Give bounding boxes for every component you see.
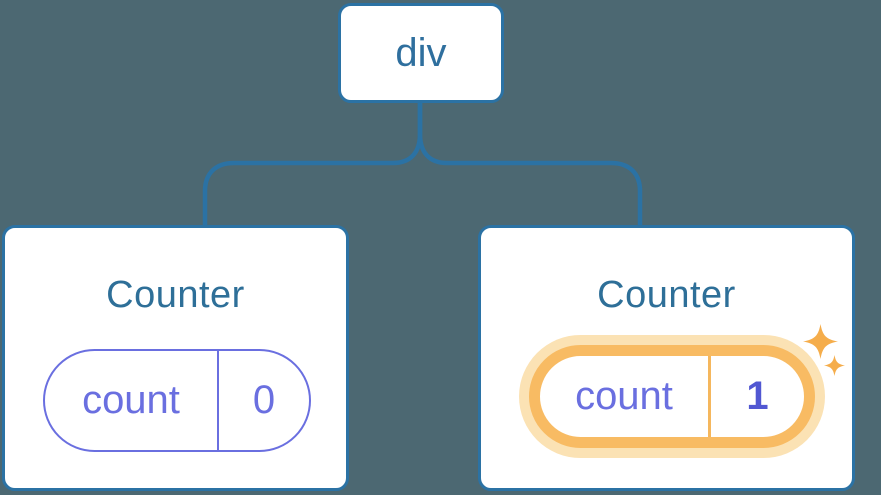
sparkle-small-star	[824, 355, 845, 376]
counter-card-right-title: Counter	[597, 274, 736, 316]
sparkle-icon	[803, 324, 845, 376]
root-node-div: div	[338, 3, 504, 103]
state-pill-highlighted: count 1	[529, 345, 815, 448]
state-key-label: count	[45, 351, 219, 450]
counter-card-left-title: Counter	[106, 274, 245, 316]
state-value: 0	[252, 378, 276, 422]
root-node-label: div	[395, 30, 447, 75]
connector-right-branch	[417, 100, 643, 227]
connector-left-branch	[202, 100, 423, 227]
state-pill-highlight-glow: count 1	[519, 335, 825, 458]
state-pill-left: count 0	[43, 349, 311, 452]
sparkle-large-star	[803, 324, 838, 359]
counter-card-left: Counter count 0	[2, 225, 349, 491]
state-value-updated: 1	[746, 374, 769, 418]
counter-card-right: Counter count 1	[478, 225, 855, 491]
state-key-label: count	[540, 356, 711, 437]
